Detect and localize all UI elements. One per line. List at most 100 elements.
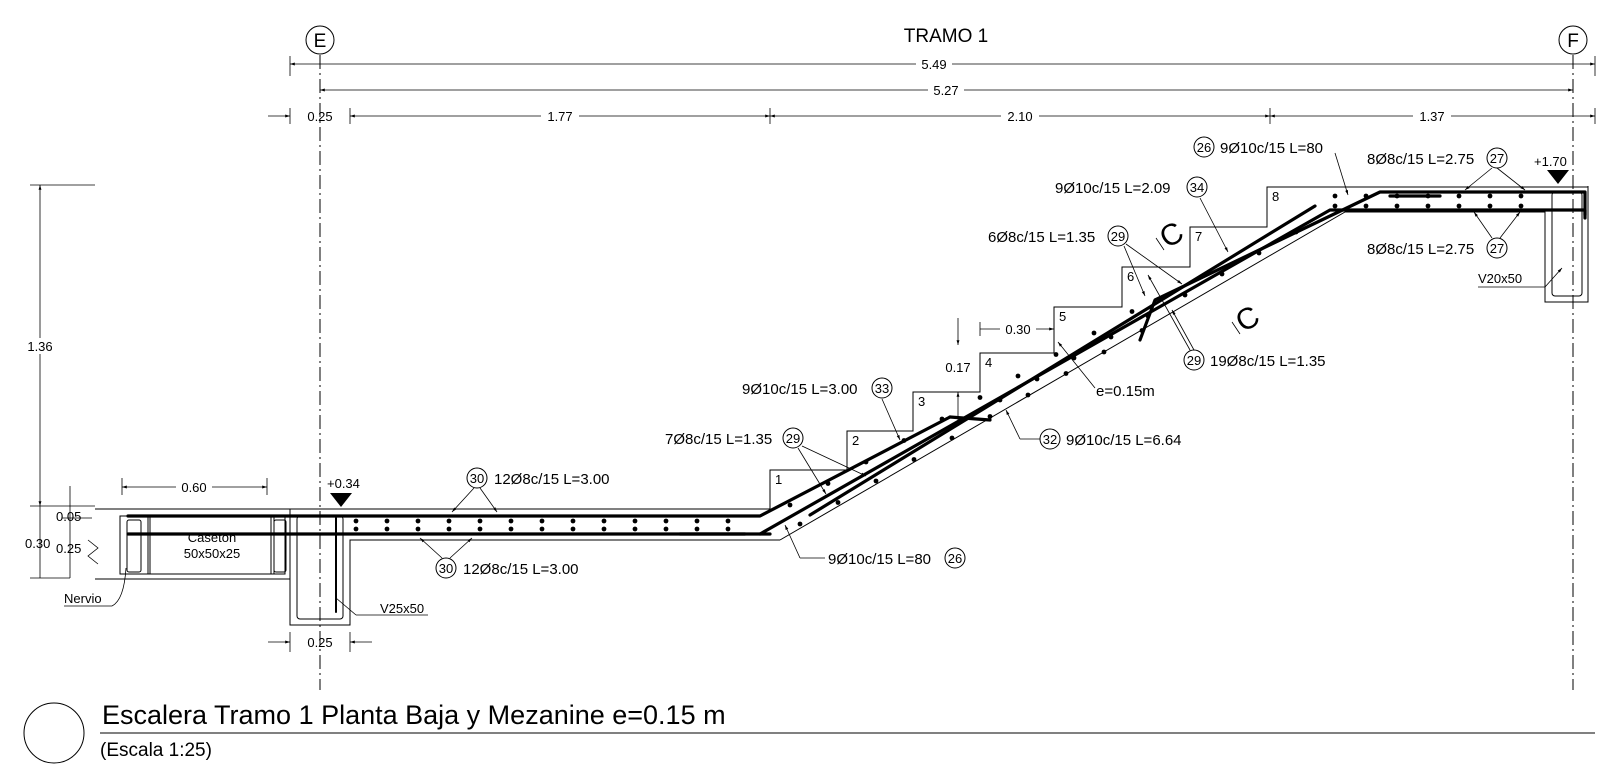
svg-text:7Ø8c/15 L=1.35: 7Ø8c/15 L=1.35 bbox=[665, 431, 772, 448]
rebar-dot bbox=[384, 518, 390, 524]
dimension-025-bottom: 0.25 bbox=[268, 632, 372, 652]
step-number: 1 bbox=[775, 472, 782, 487]
rebar-dot bbox=[1518, 203, 1524, 209]
rebar-dot bbox=[570, 518, 576, 524]
svg-text:34: 34 bbox=[1190, 180, 1204, 195]
beam-label-left: V25x50 bbox=[335, 597, 428, 616]
rebar-dot bbox=[570, 526, 576, 532]
rebar-dot bbox=[1487, 203, 1493, 209]
rebar-dot bbox=[632, 526, 638, 532]
rebar-dot bbox=[694, 518, 700, 524]
rebar-dot bbox=[1332, 203, 1338, 209]
svg-text:Nervio: Nervio bbox=[64, 591, 102, 606]
svg-text:e=0.15m: e=0.15m bbox=[1096, 383, 1155, 400]
beam-label-right: V20x50 bbox=[1478, 267, 1563, 288]
svg-text:26: 26 bbox=[948, 551, 962, 566]
svg-text:C: C bbox=[1154, 216, 1189, 255]
level-high: +1.70 bbox=[1534, 154, 1569, 184]
rebar-dot bbox=[601, 526, 607, 532]
svg-text:29: 29 bbox=[1187, 353, 1201, 368]
svg-text:C: C bbox=[1230, 300, 1265, 339]
rebar-dot bbox=[415, 526, 421, 532]
rebar-dot bbox=[787, 502, 793, 508]
rebar-dot bbox=[987, 414, 993, 419]
svg-text:12Ø8c/15 L=3.00: 12Ø8c/15 L=3.00 bbox=[463, 561, 579, 578]
rebar-dot bbox=[901, 438, 907, 443]
callout-34: 9Ø10c/15 L=2.09 34 bbox=[1055, 176, 1229, 253]
step-numbers: 1 2 3 4 5 6 7 8 bbox=[775, 189, 1279, 487]
svg-text:1.36: 1.36 bbox=[27, 339, 52, 354]
callout-29-upper: 6Ø8c/15 L=1.35 29 bbox=[988, 225, 1183, 297]
dimension-tread: 0.30 bbox=[979, 321, 1054, 337]
rebar-dot bbox=[508, 526, 514, 532]
callout-32: 32 9Ø10c/15 L=6.64 bbox=[1005, 409, 1182, 450]
svg-text:8Ø8c/15 L=2.75: 8Ø8c/15 L=2.75 bbox=[1367, 151, 1474, 168]
callout-29-lower: 7Ø8c/15 L=1.35 29 bbox=[665, 427, 867, 495]
step-number: 6 bbox=[1127, 269, 1134, 284]
rebar-dot bbox=[601, 518, 607, 524]
rebar-dot bbox=[663, 518, 669, 524]
dimension-riser: 0.17 bbox=[945, 318, 971, 420]
svg-text:8Ø8c/15 L=2.75: 8Ø8c/15 L=2.75 bbox=[1367, 241, 1474, 258]
rebar-dot bbox=[797, 521, 803, 527]
svg-text:0.25: 0.25 bbox=[307, 635, 332, 650]
rebar-dot bbox=[663, 526, 669, 532]
svg-text:9Ø10c/15 L=80: 9Ø10c/15 L=80 bbox=[828, 551, 931, 568]
svg-text:0.17: 0.17 bbox=[945, 360, 970, 375]
rebar-dot bbox=[1425, 203, 1431, 209]
svg-text:1.37: 1.37 bbox=[1419, 109, 1444, 124]
svg-text:9Ø10c/15 L=2.09: 9Ø10c/15 L=2.09 bbox=[1055, 180, 1171, 197]
rebar-dot bbox=[508, 518, 514, 524]
rebar-dot bbox=[1129, 309, 1135, 314]
drawing-scale: (Escala 1:25) bbox=[100, 740, 212, 761]
rebar-dot bbox=[446, 526, 452, 532]
rebar-dot bbox=[632, 518, 638, 524]
dimension-height-136: 1.36 bbox=[22, 184, 95, 506]
rebar-dot bbox=[1363, 203, 1369, 209]
rebar-dot bbox=[446, 518, 452, 524]
svg-text:V20x50: V20x50 bbox=[1478, 271, 1522, 286]
rebar-dot bbox=[694, 526, 700, 532]
svg-text:29: 29 bbox=[786, 431, 800, 446]
rebar-dot bbox=[1145, 313, 1151, 319]
svg-text:0.30: 0.30 bbox=[25, 536, 50, 551]
svg-text:19Ø8c/15 L=1.35: 19Ø8c/15 L=1.35 bbox=[1210, 353, 1326, 370]
rebar-dot bbox=[1394, 193, 1400, 199]
dimension-060: 0.60 bbox=[121, 478, 268, 495]
callout-27-bottom: 8Ø8c/15 L=2.75 27 bbox=[1367, 211, 1521, 259]
caseton-size-label: 50x50x25 bbox=[184, 546, 240, 561]
grid-axis-e: E bbox=[305, 25, 335, 690]
rebar-dot bbox=[477, 526, 483, 532]
title-block: Escalera Tramo 1 Planta Baja y Mezanine … bbox=[23, 700, 1595, 764]
callout-26-top: 26 9Ø10c/15 L=80 bbox=[1193, 136, 1349, 196]
section-mark-upper: C bbox=[1154, 216, 1189, 255]
rebar-dot bbox=[1071, 355, 1077, 361]
svg-text:30: 30 bbox=[439, 561, 453, 576]
step-number: 3 bbox=[918, 394, 925, 409]
svg-text:32: 32 bbox=[1043, 432, 1057, 447]
svg-text:30: 30 bbox=[470, 471, 484, 486]
step-number: 7 bbox=[1195, 229, 1202, 244]
thickness-callout: e=0.15m bbox=[1057, 341, 1155, 400]
rebar-dot bbox=[353, 518, 359, 524]
rebar-dot bbox=[1219, 271, 1225, 277]
distribution-bars bbox=[353, 193, 1524, 532]
rebar-dot bbox=[725, 518, 731, 524]
callout-30-bottom: 30 12Ø8c/15 L=3.00 bbox=[419, 537, 579, 579]
svg-text:12Ø8c/15 L=3.00: 12Ø8c/15 L=3.00 bbox=[494, 471, 610, 488]
rebar-dot bbox=[997, 397, 1003, 403]
svg-text:5.49: 5.49 bbox=[921, 57, 946, 72]
svg-text:27: 27 bbox=[1490, 241, 1504, 256]
grid-axis-f: F bbox=[1558, 25, 1588, 690]
rebar-dot bbox=[725, 526, 731, 532]
rebar-dot bbox=[1363, 193, 1369, 199]
rebar-dot bbox=[1256, 250, 1262, 256]
rebar-dot bbox=[1182, 292, 1188, 298]
rebar-right-beam bbox=[1551, 191, 1583, 297]
svg-text:0.30: 0.30 bbox=[1005, 322, 1030, 337]
svg-text:33: 33 bbox=[875, 381, 889, 396]
svg-text:9Ø10c/15 L=3.00: 9Ø10c/15 L=3.00 bbox=[742, 381, 858, 398]
tramo-label: TRAMO 1 bbox=[904, 26, 988, 47]
axis-label-e: E bbox=[314, 31, 327, 52]
